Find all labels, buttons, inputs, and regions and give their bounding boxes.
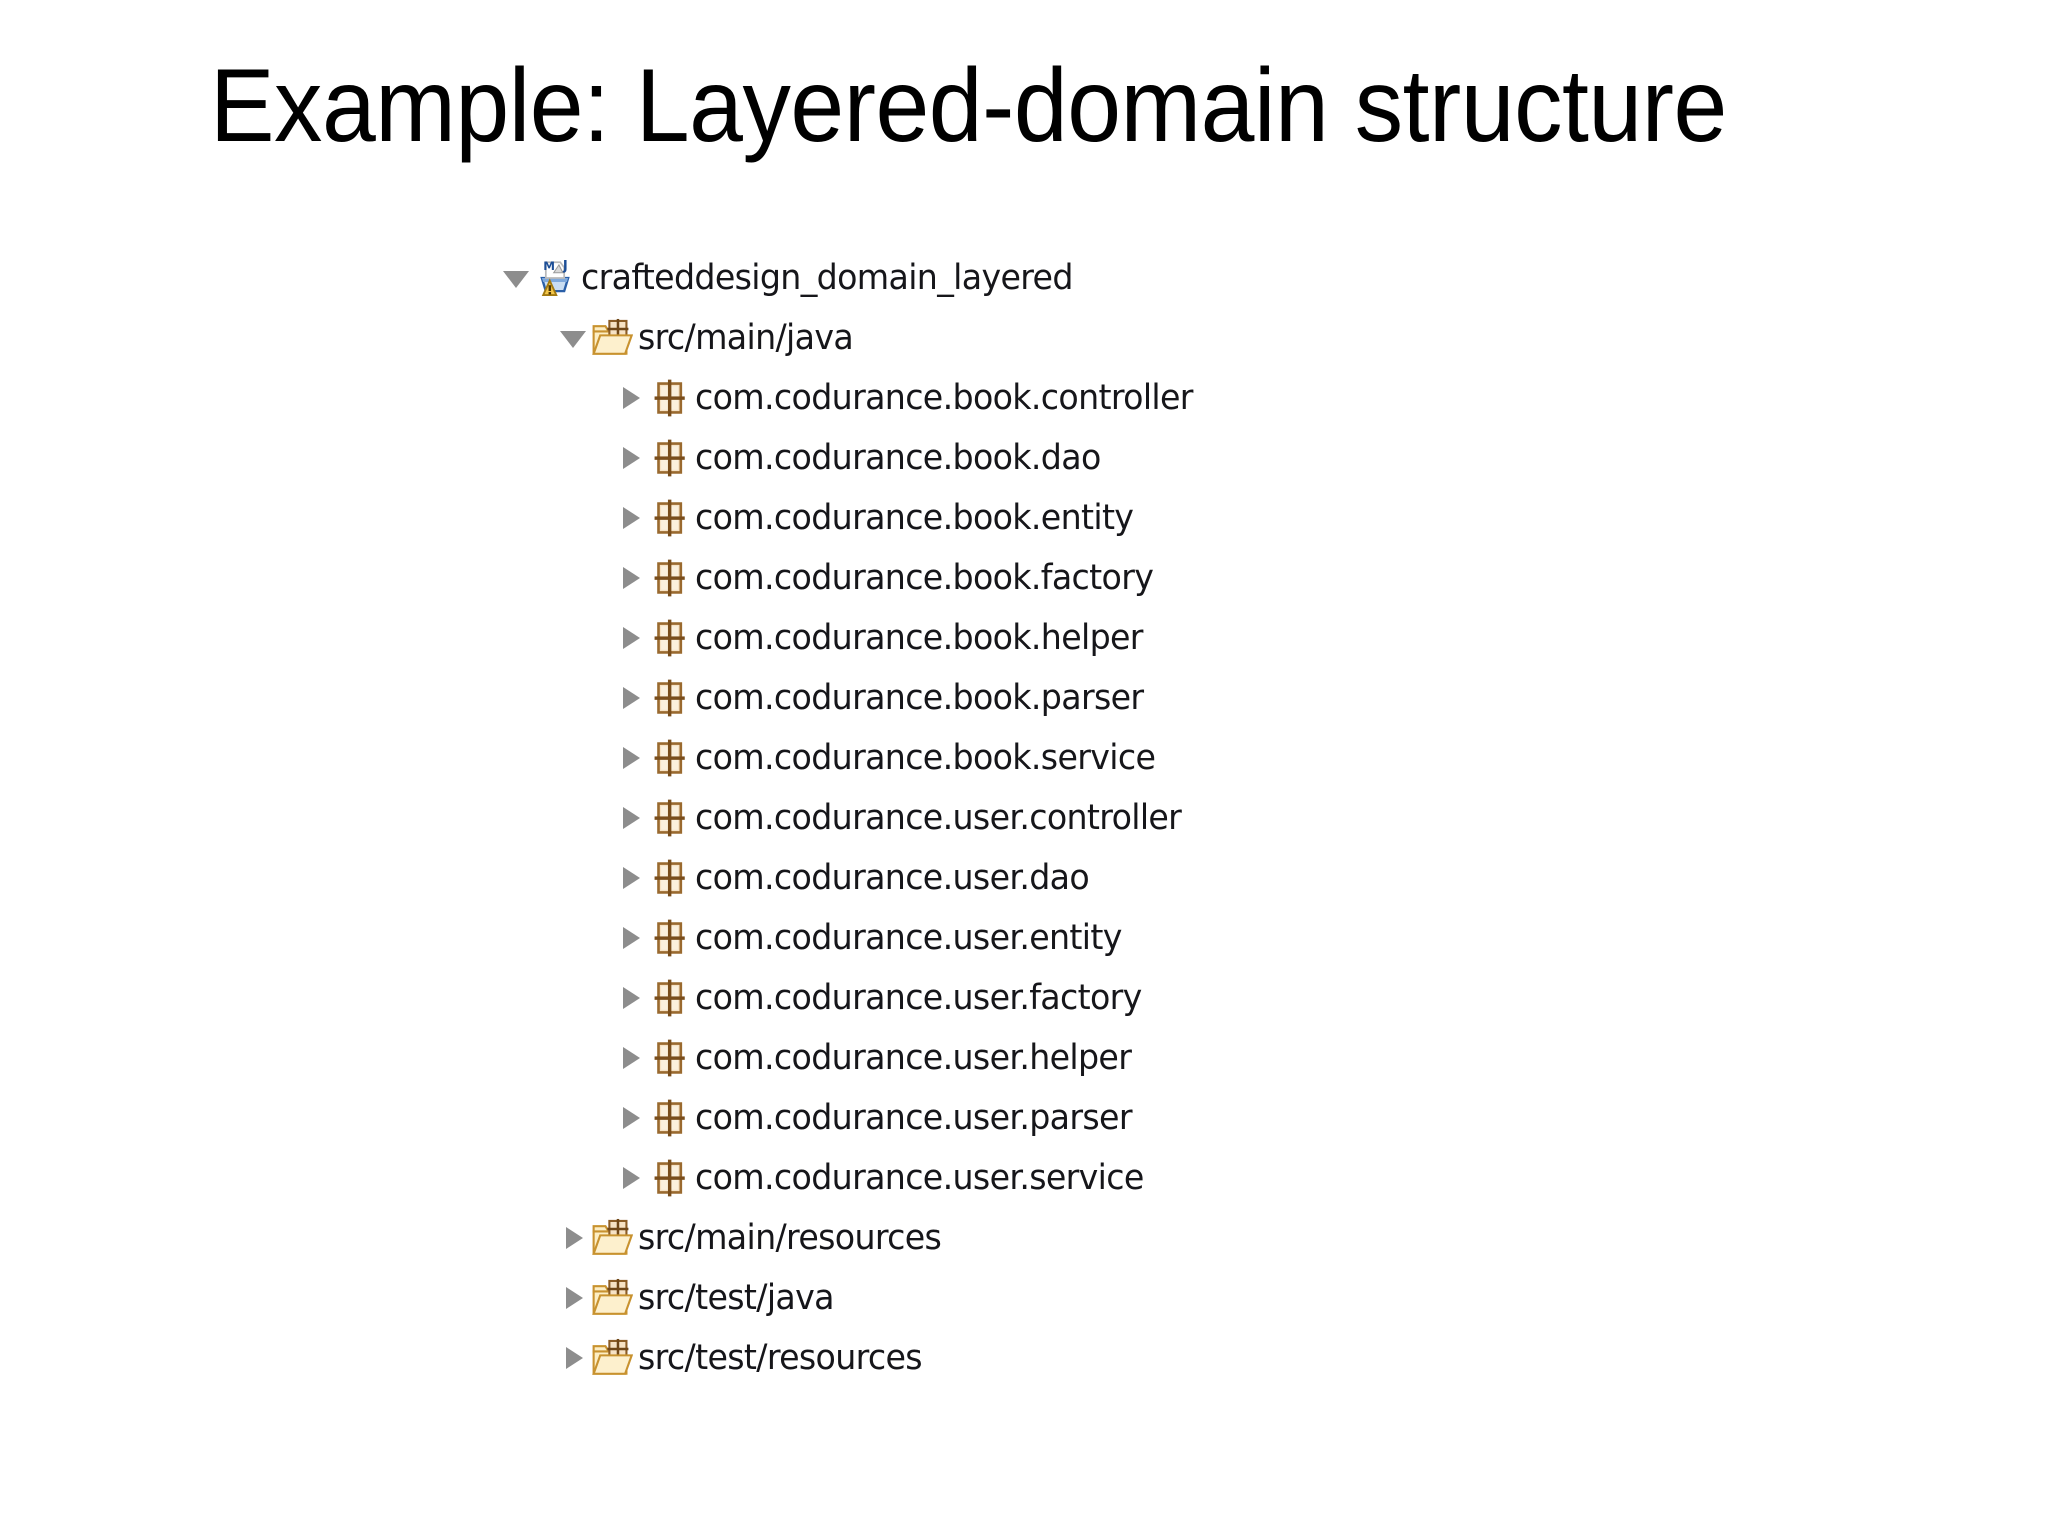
source-folder-icon [591, 1337, 633, 1379]
chevron-right-icon[interactable] [614, 621, 648, 655]
tree-node-label: crafteddesign_domain_layered [581, 257, 1073, 298]
maven-java-project-warning-icon [534, 257, 576, 299]
tree-row[interactable]: com.codurance.book.entity [500, 488, 1780, 548]
chevron-right-icon[interactable] [614, 981, 648, 1015]
chevron-right-icon[interactable] [614, 1101, 648, 1135]
page-title: Example: Layered-domain structure [210, 48, 1727, 164]
tree-node-label: com.codurance.user.controller [695, 797, 1182, 838]
chevron-right-icon[interactable] [614, 921, 648, 955]
tree-node-label: com.codurance.book.service [695, 737, 1156, 778]
tree-row[interactable]: com.codurance.user.entity [500, 908, 1780, 968]
tree-row[interactable]: com.codurance.book.controller [500, 368, 1780, 428]
chevron-right-icon[interactable] [614, 741, 648, 775]
tree-row[interactable]: crafteddesign_domain_layered [500, 248, 1780, 308]
package-icon [648, 917, 690, 959]
package-icon [648, 1097, 690, 1139]
chevron-down-icon[interactable] [557, 321, 591, 355]
tree-node-label: com.codurance.book.parser [695, 677, 1144, 718]
tree-row[interactable]: src/main/resources [500, 1208, 1780, 1268]
package-icon [648, 737, 690, 779]
tree-node-label: com.codurance.book.entity [695, 497, 1134, 538]
chevron-right-icon[interactable] [614, 441, 648, 475]
source-folder-icon [591, 1217, 633, 1259]
tree-node-label: com.codurance.user.dao [695, 857, 1090, 898]
chevron-right-icon[interactable] [557, 1221, 591, 1255]
package-icon [648, 857, 690, 899]
tree-row[interactable]: com.codurance.user.helper [500, 1028, 1780, 1088]
package-icon [648, 557, 690, 599]
tree-row[interactable]: com.codurance.book.dao [500, 428, 1780, 488]
tree-row[interactable]: com.codurance.user.parser [500, 1088, 1780, 1148]
tree-node-label: com.codurance.user.service [695, 1157, 1144, 1198]
tree-node-label: src/main/resources [638, 1217, 942, 1258]
package-icon [648, 437, 690, 479]
tree-node-label: com.codurance.user.factory [695, 977, 1142, 1018]
package-icon [648, 1157, 690, 1199]
package-icon [648, 797, 690, 839]
package-icon [648, 497, 690, 539]
tree-node-label: com.codurance.user.helper [695, 1037, 1132, 1078]
tree-row[interactable]: src/test/resources [500, 1328, 1780, 1388]
tree-row[interactable]: src/main/java [500, 308, 1780, 368]
chevron-right-icon[interactable] [614, 381, 648, 415]
tree-node-label: com.codurance.book.factory [695, 557, 1154, 598]
tree-row[interactable]: com.codurance.book.helper [500, 608, 1780, 668]
chevron-right-icon[interactable] [614, 861, 648, 895]
chevron-down-icon[interactable] [500, 261, 534, 295]
tree-node-label: com.codurance.book.helper [695, 617, 1143, 658]
tree-row[interactable]: com.codurance.book.factory [500, 548, 1780, 608]
package-icon [648, 977, 690, 1019]
tree-row[interactable]: com.codurance.user.controller [500, 788, 1780, 848]
chevron-right-icon[interactable] [614, 501, 648, 535]
chevron-right-icon[interactable] [614, 1041, 648, 1075]
chevron-right-icon[interactable] [614, 681, 648, 715]
package-icon [648, 1037, 690, 1079]
package-icon [648, 377, 690, 419]
tree-row[interactable]: com.codurance.user.factory [500, 968, 1780, 1028]
tree-row[interactable]: src/test/java [500, 1268, 1780, 1328]
tree-node-label: src/main/java [638, 317, 854, 358]
source-folder-icon [591, 317, 633, 359]
source-folder-icon [591, 1277, 633, 1319]
tree-row[interactable]: com.codurance.book.parser [500, 668, 1780, 728]
tree-node-label: src/test/java [638, 1277, 834, 1318]
tree-row[interactable]: com.codurance.book.service [500, 728, 1780, 788]
package-icon [648, 677, 690, 719]
chevron-right-icon[interactable] [614, 561, 648, 595]
chevron-right-icon[interactable] [614, 1161, 648, 1195]
chevron-right-icon[interactable] [557, 1341, 591, 1375]
tree-node-label: com.codurance.book.dao [695, 437, 1101, 478]
tree-node-label: com.codurance.book.controller [695, 377, 1193, 418]
tree-row[interactable]: com.codurance.user.dao [500, 848, 1780, 908]
tree-node-label: com.codurance.user.entity [695, 917, 1122, 958]
tree-node-label: com.codurance.user.parser [695, 1097, 1133, 1138]
package-explorer-tree: crafteddesign_domain_layered src/main/jav… [500, 248, 1780, 1388]
tree-row[interactable]: com.codurance.user.service [500, 1148, 1780, 1208]
chevron-right-icon[interactable] [614, 801, 648, 835]
chevron-right-icon[interactable] [557, 1281, 591, 1315]
package-icon [648, 617, 690, 659]
tree-node-label: src/test/resources [638, 1337, 923, 1378]
